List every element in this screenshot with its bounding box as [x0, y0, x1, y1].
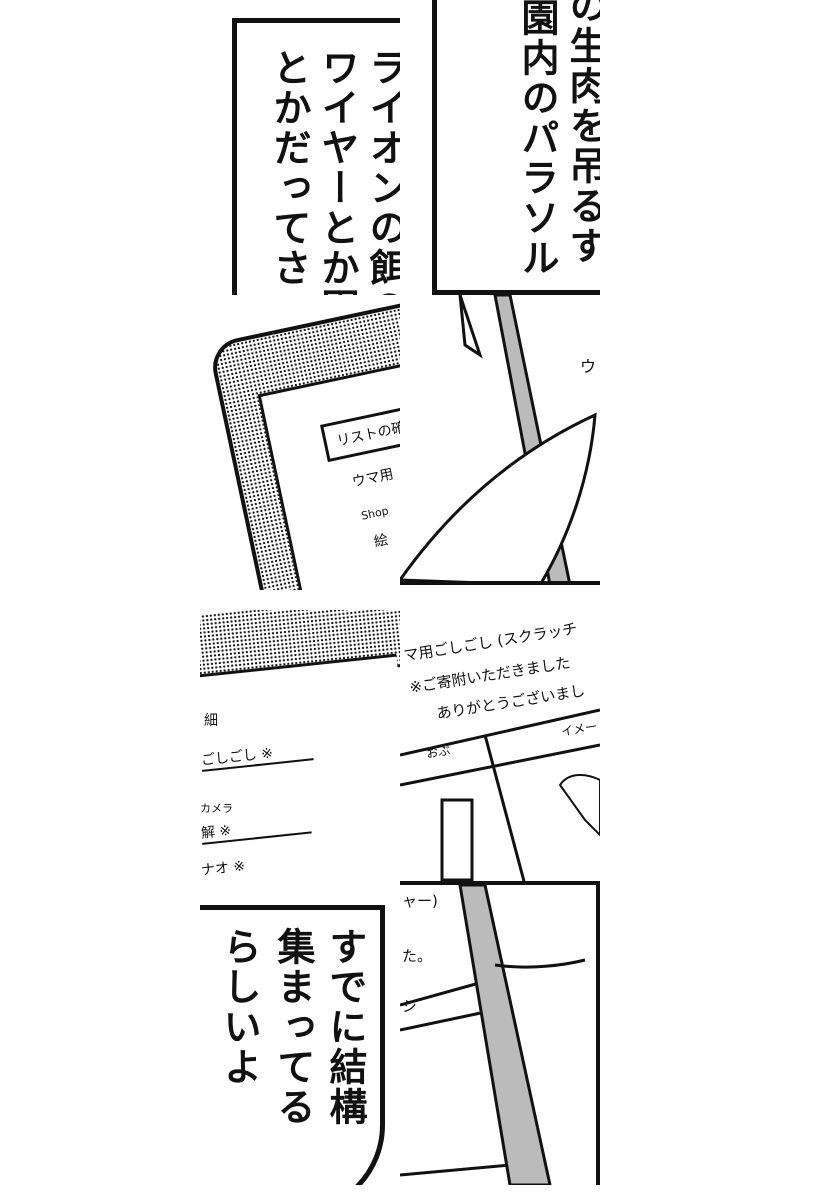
panel-4-left: すでに結構 集まってる らしいよ — [200, 905, 400, 1185]
panel-1-left: ライオンの餌の ワイヤーとか園 とかだってさ — [200, 0, 400, 295]
caption-column-2: ワイヤーとか園 — [315, 48, 359, 295]
list-row: カメラ — [200, 802, 233, 815]
caption-box — [232, 18, 400, 295]
panel-2-right: ウ — [400, 295, 600, 585]
caption-column-2: 園内のパラソル — [515, 0, 559, 278]
phone-screen — [200, 653, 400, 885]
status-text: ウ — [580, 357, 597, 376]
speech-column-1: すでに結構 — [323, 927, 367, 1127]
speech-column-3: らしいよ — [217, 927, 261, 1087]
panel-3-right: マ用ごしごし (スクラッチ ※ご寄附いただきました ありがとうございまし おぶ … — [400, 605, 600, 885]
panel-1-right: の生肉を吊るす 園内のパラソル — [400, 0, 600, 295]
caption-column-1: の生肉を吊るす — [563, 0, 600, 266]
panel-3-left: 細 ごしごし ※ カメラ 解 ※ ナオ ※ — [200, 610, 400, 885]
caption-box — [432, 0, 600, 295]
panel-2-left: リストの確 ウマ用 Shop 絵 — [200, 300, 400, 590]
hand-holding-phone-drawing — [400, 295, 597, 581]
phone-edge-drawing — [400, 885, 586, 1185]
document-fragment-1: ャー) — [402, 892, 438, 910]
document-fragment-2: た。 — [402, 947, 433, 965]
document-table — [400, 708, 600, 881]
list-row: 細 — [204, 713, 218, 729]
speech-bubble — [200, 905, 385, 1185]
caption-column-3: とかだってさ — [267, 48, 311, 288]
caption-column-1: ライオンの餌の — [363, 48, 400, 295]
speech-column-2: 集まってる — [271, 927, 315, 1127]
panel-4-right: ャー) た。 ジ — [400, 885, 600, 1185]
